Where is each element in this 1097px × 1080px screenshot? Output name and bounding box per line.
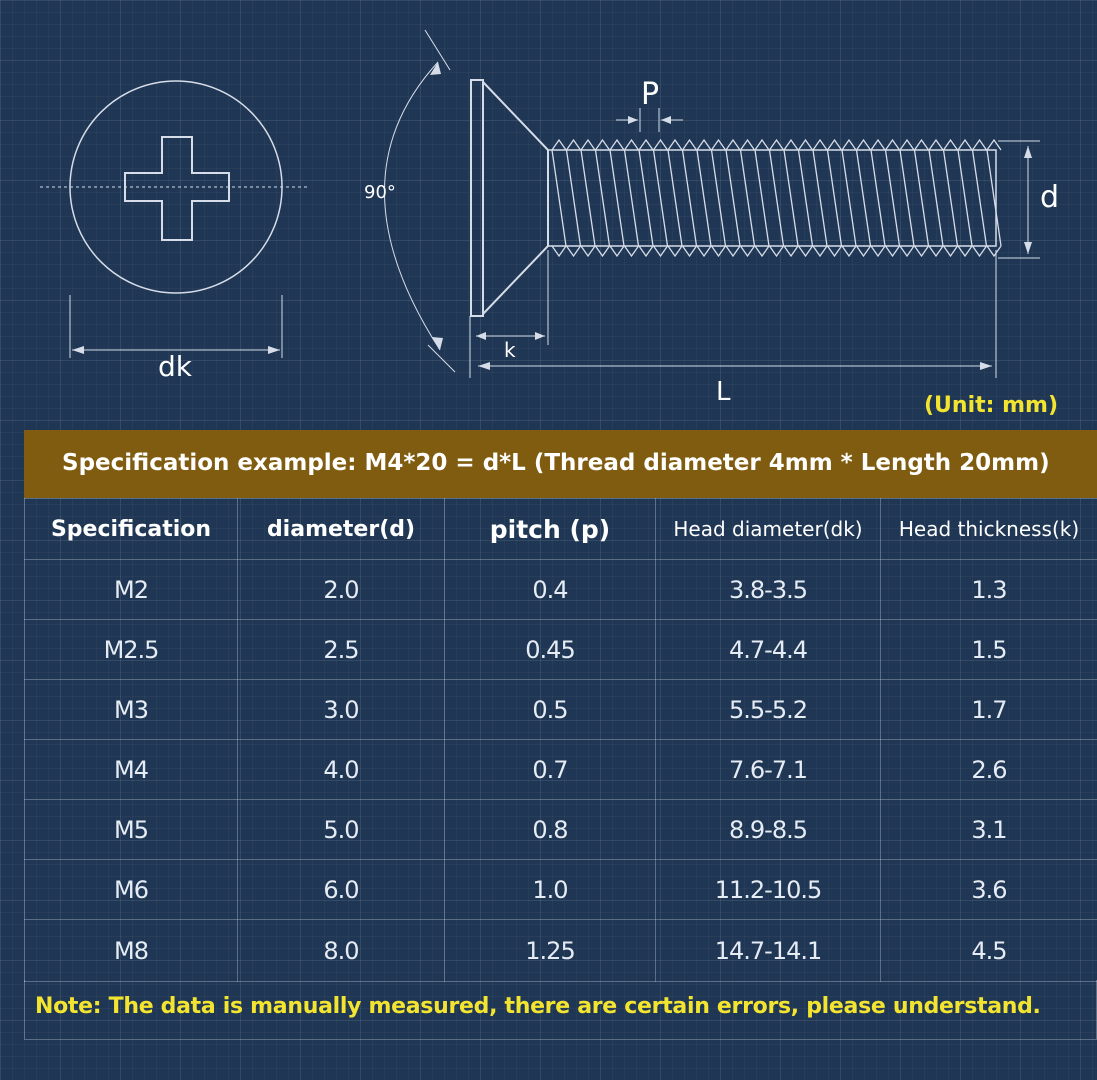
cell-head-thickness: 3.1 (880, 799, 1097, 860)
head-diameter-label: dk (158, 350, 192, 383)
thread-segment (971, 138, 988, 258)
screw-head-top-view (40, 80, 310, 358)
thread-segment (942, 138, 959, 258)
cell-head-thickness: 1.5 (880, 619, 1097, 680)
header-pitch: pitch (p) (444, 498, 656, 560)
cell-pitch: 0.8 (444, 799, 656, 860)
thread-segment (710, 138, 727, 258)
header-head-diameter: Head diameter(dk) (655, 498, 881, 560)
thread-segment (551, 138, 567, 258)
header-head-thickness: Head thickness(k) (880, 498, 1097, 560)
cell-spec: M5 (24, 799, 238, 860)
cell-head-thickness: 1.7 (880, 679, 1097, 740)
table-row: M2 2.0 0.4 3.8-3.5 1.3 (24, 559, 1097, 620)
thread-segment (696, 138, 712, 258)
cell-diameter: 2.0 (237, 559, 445, 620)
cell-spec: M6 (24, 859, 238, 920)
cell-spec: M3 (24, 679, 238, 740)
thread-segment (855, 138, 872, 258)
thread-segment (594, 138, 611, 258)
cell-diameter: 3.0 (237, 679, 445, 740)
table-row: M6 6.0 1.0 11.2-10.5 3.6 (24, 859, 1097, 920)
cell-head-thickness: 1.3 (880, 559, 1097, 620)
cell-head-diameter: 7.6-7.1 (655, 739, 881, 800)
table-row: M8 8.0 1.25 14.7-14.1 4.5 (24, 919, 1097, 982)
thread-segment (841, 138, 857, 258)
cell-spec: M2 (24, 559, 238, 620)
thread-segment (826, 138, 843, 258)
cell-diameter: 4.0 (237, 739, 445, 800)
thread-segment (652, 138, 669, 258)
thread-segment (957, 138, 973, 258)
cell-diameter: 2.5 (237, 619, 445, 680)
specification-banner: Specification example: M4*20 = d*L (Thre… (24, 430, 1097, 498)
cell-pitch: 0.5 (444, 679, 656, 740)
angle-dimension (384, 29, 456, 373)
thread-segment (638, 138, 654, 258)
table-row: M5 5.0 0.8 8.9-8.5 3.1 (24, 799, 1097, 860)
thread-segment (623, 138, 640, 258)
cell-diameter: 5.0 (237, 799, 445, 860)
cell-head-diameter: 8.9-8.5 (655, 799, 881, 860)
thread-segment (783, 138, 799, 258)
thread-segment (768, 138, 785, 258)
thread-segment (725, 138, 741, 258)
cell-pitch: 0.7 (444, 739, 656, 800)
cell-spec: M4 (24, 739, 238, 800)
thread-segment (681, 138, 698, 258)
thread-segment (986, 138, 1002, 258)
cell-spec: M8 (24, 919, 238, 982)
cell-head-diameter: 4.7-4.4 (655, 619, 881, 680)
thread-segment (913, 138, 930, 258)
header-diameter: diameter(d) (237, 498, 445, 560)
cell-diameter: 8.0 (237, 919, 445, 982)
cell-pitch: 0.4 (444, 559, 656, 620)
cell-head-thickness: 3.6 (880, 859, 1097, 920)
cell-head-diameter: 11.2-10.5 (655, 859, 881, 920)
thread-segment (667, 138, 683, 258)
screw-side-view (469, 79, 1040, 378)
thread-segment (739, 138, 756, 258)
head-thickness-label: k (504, 338, 516, 362)
measurement-note: Note: The data is manually measured, the… (35, 994, 1041, 1019)
thread-segment (870, 138, 886, 258)
specification-example-text: Specification example: M4*20 = d*L (Thre… (62, 450, 1050, 476)
thread-segment (812, 138, 828, 258)
cell-pitch: 1.0 (444, 859, 656, 920)
cell-head-thickness: 2.6 (880, 739, 1097, 800)
thread-segment (928, 138, 944, 258)
unit-label: (Unit: mm) (924, 393, 1058, 418)
screw-technical-drawing (40, 29, 1040, 378)
thread-segment (884, 138, 901, 258)
thread-segment (797, 138, 814, 258)
cell-diameter: 6.0 (237, 859, 445, 920)
note-box: Note: The data is manually measured, the… (24, 980, 1097, 1040)
header-specification: Specification (24, 498, 238, 560)
table-row: M4 4.0 0.7 7.6-7.1 2.6 (24, 739, 1097, 800)
thread-segment (754, 138, 770, 258)
phillips-cross-icon (124, 136, 230, 241)
thread-segment (609, 138, 625, 258)
cell-spec: M2.5 (24, 619, 238, 680)
angle-label: 90° (364, 182, 396, 203)
thread-segment (565, 138, 582, 258)
cell-head-diameter: 14.7-14.1 (655, 919, 881, 982)
cell-pitch: 1.25 (444, 919, 656, 982)
cell-pitch: 0.45 (444, 619, 656, 680)
thread-segment (580, 138, 596, 258)
table-row: M2.5 2.5 0.45 4.7-4.4 1.5 (24, 619, 1097, 680)
length-label: L (716, 377, 731, 407)
table-row: M3 3.0 0.5 5.5-5.2 1.7 (24, 679, 1097, 740)
spec-table: Specification diameter(d) pitch (p) Head… (24, 498, 1097, 982)
cell-head-thickness: 4.5 (880, 919, 1097, 982)
table-header-row: Specification diameter(d) pitch (p) Head… (24, 498, 1097, 560)
cell-head-diameter: 5.5-5.2 (655, 679, 881, 740)
thread-segment (899, 138, 915, 258)
cell-head-diameter: 3.8-3.5 (655, 559, 881, 620)
thread-diameter-label: d (1040, 180, 1060, 215)
pitch-label: P (641, 77, 660, 112)
